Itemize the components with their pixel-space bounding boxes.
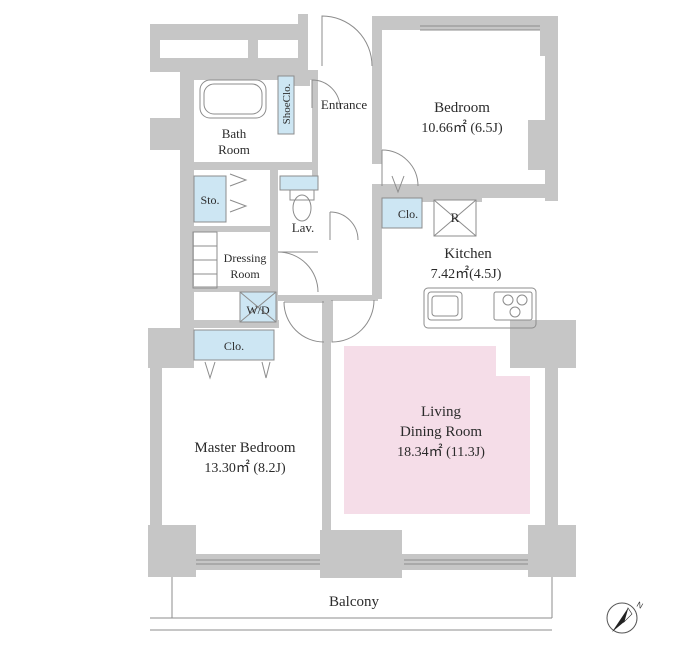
bath-label-line1: Bath [222,126,247,141]
outline-lines [150,25,553,631]
storage-fills [193,75,477,361]
master-bedroom-name: Master Bedroom [194,440,296,456]
entrance-label: Entrance [321,97,367,112]
sto-label: Sto. [200,193,219,207]
kitchen-name: Kitchen [444,246,492,262]
north-label: N [635,600,645,611]
master-closet-label: Clo. [224,339,244,353]
shoe-closet-label: ShoeClo. [281,83,293,124]
wd-label: W/D [246,303,270,317]
labels: Bedroom 10.66㎡ (6.5J) Entrance Bath Room… [194,83,503,610]
doors [204,15,419,380]
north-arrow-icon: N [606,600,645,634]
walls [148,14,576,578]
living-dining-area [344,346,530,514]
lav-label: Lav. [292,220,315,235]
bedroom-name: Bedroom [434,100,490,116]
master-closet-fill [193,329,275,361]
lav-sink-fill [279,175,319,191]
kitchen-area: 7.42㎡(4.5J) [431,266,502,282]
living-name-line2: Dining Room [400,424,482,440]
dressing-label-line2: Room [230,267,260,281]
bedroom-closet-label: Clo. [398,207,418,221]
sto-fill [193,175,227,223]
bedroom-area: 10.66㎡ (6.5J) [421,120,503,136]
shoe-closet-fill [277,75,295,135]
master-bedroom-area: 13.30㎡ (8.2J) [204,460,286,476]
fridge-label: R [451,210,460,225]
living-name-line1: Living [421,404,461,420]
bedroom-closet-fill [381,197,423,229]
balcony-label: Balcony [329,594,379,610]
living-area: 18.34㎡ (11.3J) [397,444,485,460]
dressing-label-line1: Dressing [224,251,267,265]
bath-label-line2: Room [218,142,250,157]
